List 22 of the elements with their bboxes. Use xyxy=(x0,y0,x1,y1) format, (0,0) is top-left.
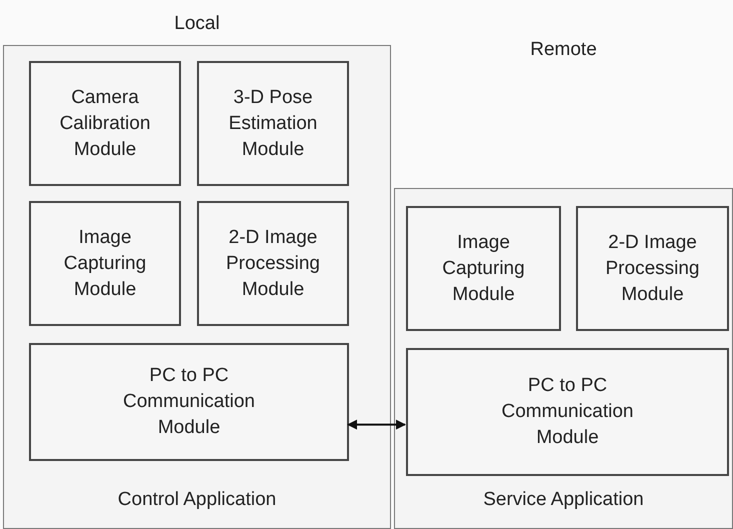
module-box xyxy=(29,61,181,186)
module-label: PC to PC Communication Module xyxy=(122,364,256,440)
module-label: PC to PC Communication Module xyxy=(500,374,634,450)
module-box xyxy=(576,206,729,331)
module-box xyxy=(406,348,729,476)
module-label: 3-D Pose Estimation Module xyxy=(228,86,318,162)
module-box xyxy=(197,61,349,186)
module-label: Camera Calibration Module xyxy=(58,86,152,162)
module-box xyxy=(29,343,349,461)
side-heading: Remote xyxy=(529,38,598,62)
module-label: Image Capturing Module xyxy=(62,226,148,302)
module-box xyxy=(197,201,349,326)
panel-title: Control Application xyxy=(116,488,278,512)
module-label: 2-D Image Processing Module xyxy=(225,226,321,302)
panel-title: Service Application xyxy=(482,488,645,512)
module-label: 2-D Image Processing Module xyxy=(604,230,700,306)
module-box xyxy=(29,201,181,326)
double-arrow xyxy=(347,420,406,430)
panel-heading: Local xyxy=(173,12,221,36)
module-label: Image Capturing Module xyxy=(441,230,526,306)
application-panel xyxy=(394,188,733,529)
module-box xyxy=(406,206,561,331)
